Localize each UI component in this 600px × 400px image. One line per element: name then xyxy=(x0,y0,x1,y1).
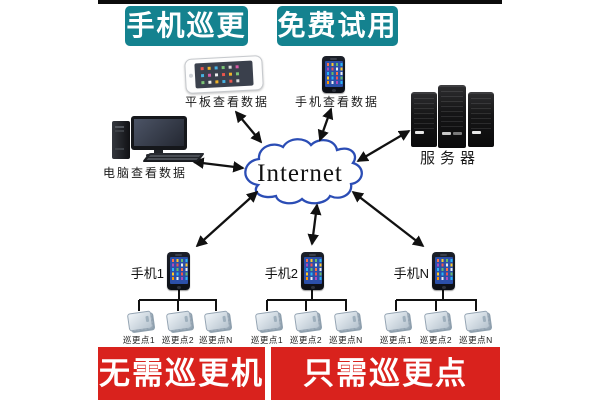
phone2-screen xyxy=(303,257,322,284)
tablet-icon xyxy=(184,54,264,95)
computer-label: 电脑查看数据 xyxy=(102,166,187,180)
server-tower-middle-icon xyxy=(438,85,466,148)
patrol-point-label: 巡更点2 xyxy=(419,335,453,345)
patrol-tag-icon xyxy=(333,310,361,332)
patrol-point-label: 巡更点N xyxy=(459,335,493,345)
bidirectional-arrows xyxy=(192,107,425,248)
patrol-point-label: 巡更点N xyxy=(329,335,363,345)
tablet-label: 平板查看数据 xyxy=(184,95,269,109)
patrol-point-label: 巡更点1 xyxy=(250,335,284,345)
internet-cloud xyxy=(244,138,363,205)
banner-only-patrol-points: 只需巡更点 xyxy=(271,347,500,400)
patrol-point-label: 巡更点2 xyxy=(289,335,323,345)
patrol-tag-icon xyxy=(293,310,321,332)
banner-no-patrol-machine: 无需巡更机 xyxy=(98,347,265,400)
patrol-tag-icon xyxy=(203,310,231,332)
patrol-point-label: 巡更点1 xyxy=(122,335,156,345)
patrol-tag-icon xyxy=(463,310,491,332)
server-tower-left-icon xyxy=(411,92,437,147)
arrow-server-cloud xyxy=(356,130,411,162)
arrow-topphone-cloud xyxy=(317,107,334,142)
phone1-label: 手机1 xyxy=(130,266,164,281)
arrow-phone2-cloud xyxy=(307,203,322,246)
arrow-phoneN-cloud xyxy=(351,190,425,248)
phone1-screen xyxy=(169,257,188,284)
top-phone-screen xyxy=(324,61,343,87)
patrol-tag-icon xyxy=(126,310,154,332)
phone1-icon xyxy=(167,252,190,290)
top-crop-bar xyxy=(98,0,502,4)
tablet-screen xyxy=(194,60,254,89)
patrol-tag-icon xyxy=(423,310,451,332)
phoneN-label: 手机N xyxy=(393,266,429,281)
top-phone-icon xyxy=(322,56,345,93)
arrow-computer-cloud xyxy=(192,157,245,173)
server-tower-right-icon xyxy=(468,92,494,147)
patrol-tag-icon xyxy=(165,310,193,332)
computer-tower-icon xyxy=(112,121,130,159)
server-label: 服务器 xyxy=(419,150,480,167)
patrol-tag-icon xyxy=(254,310,282,332)
phoneN-screen xyxy=(434,257,453,284)
banner-free-trial: 免费试用 xyxy=(277,6,398,46)
patrol-point-label: 巡更点2 xyxy=(161,335,195,345)
phone2-label: 手机2 xyxy=(264,266,298,281)
patrol-point-label: 巡更点N xyxy=(199,335,233,345)
computer-monitor-icon xyxy=(131,116,187,150)
patrol-point-label: 巡更点1 xyxy=(379,335,413,345)
phone2-icon xyxy=(301,252,324,290)
arrow-tablet-cloud xyxy=(234,110,263,144)
top-phone-label: 手机查看数据 xyxy=(294,95,379,109)
patrol-tag-icon xyxy=(383,310,411,332)
banner-phone-patrol: 手机巡更 xyxy=(125,6,248,46)
phoneN-icon xyxy=(432,252,455,290)
connector-tree xyxy=(138,290,477,311)
arrow-phone1-cloud xyxy=(195,190,259,248)
internet-label: Internet xyxy=(257,160,343,187)
keyboard-icon xyxy=(142,153,206,162)
